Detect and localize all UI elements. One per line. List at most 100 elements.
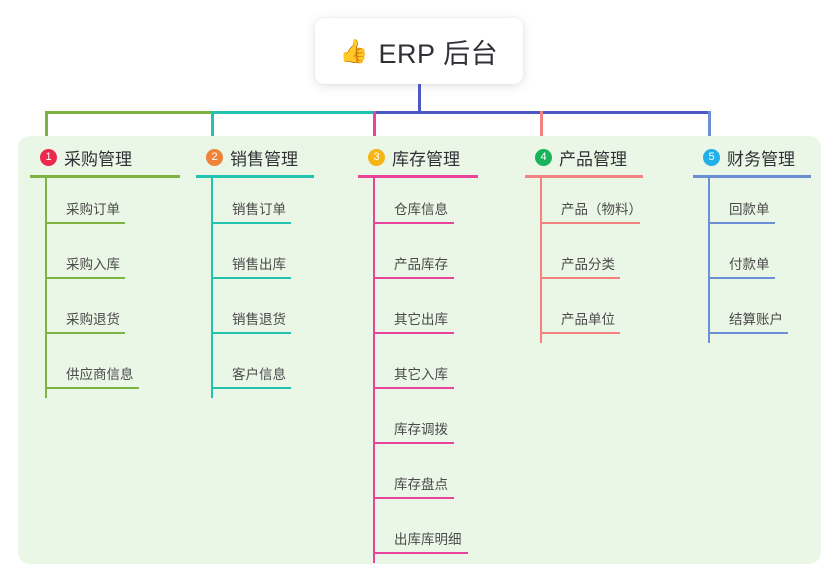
- branch-item[interactable]: 库存调拨: [358, 398, 478, 453]
- branch-item-rule: [708, 332, 788, 334]
- branch-item[interactable]: 销售订单: [196, 178, 314, 233]
- branch-item-label: 结算账户: [729, 312, 783, 327]
- branch-item-rule: [540, 332, 620, 334]
- branch-item-label: 产品单位: [561, 312, 615, 327]
- branch-item-rule: [373, 387, 454, 389]
- branch-item-rule: [373, 222, 454, 224]
- branch-item-label: 其它入库: [394, 367, 448, 382]
- branch-header-1[interactable]: 1 采购管理: [30, 145, 180, 169]
- branch-header-5[interactable]: 5 财务管理: [693, 145, 811, 169]
- branch-item[interactable]: 采购订单: [30, 178, 180, 233]
- branch-item[interactable]: 库存盘点: [358, 453, 478, 508]
- branch-column-1[interactable]: 1 采购管理采购订单采购入库采购退货供应商信息: [30, 145, 180, 398]
- branch-item-rule: [45, 277, 125, 279]
- branch-header-2[interactable]: 2 销售管理: [196, 145, 314, 169]
- branch-item-rule: [373, 552, 468, 554]
- root-node-erp-backend[interactable]: 👍 ERP 后台: [315, 18, 523, 84]
- branch-item-label: 销售订单: [232, 202, 286, 217]
- branch-item-rule: [373, 442, 454, 444]
- branch-column-2[interactable]: 2 销售管理销售订单销售出库销售退货客户信息: [196, 145, 314, 398]
- branch-item[interactable]: 采购入库: [30, 233, 180, 288]
- branch-item[interactable]: 采购退货: [30, 288, 180, 343]
- branch-item-rule: [373, 497, 454, 499]
- branch-item-rule: [45, 332, 125, 334]
- branch-item-list: 回款单付款单结算账户: [693, 178, 811, 343]
- branch-item[interactable]: 产品分类: [525, 233, 643, 288]
- branch-column-4[interactable]: 4 产品管理产品（物料） 产品分类产品单位: [525, 145, 643, 343]
- branch-header-4[interactable]: 4 产品管理: [525, 145, 643, 169]
- branch-item-rule: [373, 332, 454, 334]
- branch-item[interactable]: 回款单: [693, 178, 811, 233]
- branch-header-3[interactable]: 3 库存管理: [358, 145, 478, 169]
- branch-item-rule: [540, 222, 640, 224]
- branch-column-3[interactable]: 3 库存管理仓库信息产品库存其它出库其它入库库存调拨库存盘点出库库明细: [358, 145, 478, 563]
- branch-item-label: 采购退货: [66, 312, 120, 327]
- branch-item-rule: [211, 387, 291, 389]
- branch-item-label: 客户信息: [232, 367, 286, 382]
- branch-number-badge: 1: [40, 148, 57, 166]
- branch-item[interactable]: 产品库存: [358, 233, 478, 288]
- branch-item-rule: [211, 222, 291, 224]
- branch-item-rule: [540, 277, 620, 279]
- branch-spine: [45, 178, 47, 398]
- connector-drop-4: [540, 111, 543, 149]
- branch-item-label: 供应商信息: [66, 367, 134, 382]
- branch-item[interactable]: 其它入库: [358, 343, 478, 398]
- branch-item-list: 销售订单销售出库销售退货客户信息: [196, 178, 314, 398]
- branch-title: 产品管理: [559, 149, 627, 169]
- branch-item-rule: [708, 222, 775, 224]
- connector-drop-1: [45, 111, 48, 149]
- branch-number-badge: 2: [206, 148, 223, 166]
- branch-item-list: 采购订单采购入库采购退货供应商信息: [30, 178, 180, 398]
- branch-item-label: 仓库信息: [394, 202, 448, 217]
- branch-item-label: 采购订单: [66, 202, 120, 217]
- branch-item-rule: [45, 222, 125, 224]
- branch-spine: [211, 178, 213, 398]
- branch-item[interactable]: 出库库明细: [358, 508, 478, 563]
- branch-title: 销售管理: [230, 149, 298, 169]
- branch-item-rule: [708, 277, 775, 279]
- branch-item-rule: [45, 387, 139, 389]
- branch-spine: [373, 178, 375, 563]
- branch-item-list: 产品（物料） 产品分类产品单位: [525, 178, 643, 343]
- branch-item-list: 仓库信息产品库存其它出库其它入库库存调拨库存盘点出库库明细: [358, 178, 478, 563]
- branch-item[interactable]: 结算账户: [693, 288, 811, 343]
- branch-title: 采购管理: [64, 149, 132, 169]
- branch-item-rule: [211, 332, 291, 334]
- branch-header-rule: [196, 175, 314, 178]
- branch-number-badge: 3: [368, 148, 385, 166]
- branch-item-label: 产品库存: [394, 257, 448, 272]
- branch-item-label: 其它出库: [394, 312, 448, 327]
- branch-column-5[interactable]: 5 财务管理回款单付款单结算账户: [693, 145, 811, 343]
- branch-item-label: 回款单: [729, 202, 770, 217]
- branch-item[interactable]: 销售出库: [196, 233, 314, 288]
- branch-title: 财务管理: [727, 149, 795, 169]
- branch-item-label: 产品（物料）: [561, 202, 642, 217]
- connector-root-stem: [418, 84, 421, 111]
- branch-title: 库存管理: [392, 149, 460, 169]
- branch-spine: [540, 178, 542, 343]
- branch-item[interactable]: 供应商信息: [30, 343, 180, 398]
- branch-header-rule: [30, 175, 180, 178]
- branch-item-label: 采购入库: [66, 257, 120, 272]
- connector-drop-2: [211, 111, 214, 149]
- branch-item[interactable]: 销售退货: [196, 288, 314, 343]
- branch-item-label: 销售出库: [232, 257, 286, 272]
- branch-item[interactable]: 付款单: [693, 233, 811, 288]
- branch-item[interactable]: 产品（物料）: [525, 178, 643, 233]
- thumbs-up-icon: 👍: [339, 37, 369, 64]
- branch-item[interactable]: 客户信息: [196, 343, 314, 398]
- branch-spine: [708, 178, 710, 343]
- branch-item-label: 库存盘点: [394, 477, 448, 492]
- branch-item-label: 产品分类: [561, 257, 615, 272]
- branch-item[interactable]: 产品单位: [525, 288, 643, 343]
- branch-item-label: 出库库明细: [394, 532, 462, 547]
- branch-item[interactable]: 仓库信息: [358, 178, 478, 233]
- connector-bar-segment-2: [211, 111, 375, 114]
- branch-number-badge: 4: [535, 148, 552, 166]
- branch-item[interactable]: 其它出库: [358, 288, 478, 343]
- root-node-label: ERP 后台: [378, 38, 499, 69]
- branch-header-rule: [525, 175, 643, 178]
- branch-item-label: 付款单: [729, 257, 770, 272]
- branch-number-badge: 5: [703, 148, 720, 166]
